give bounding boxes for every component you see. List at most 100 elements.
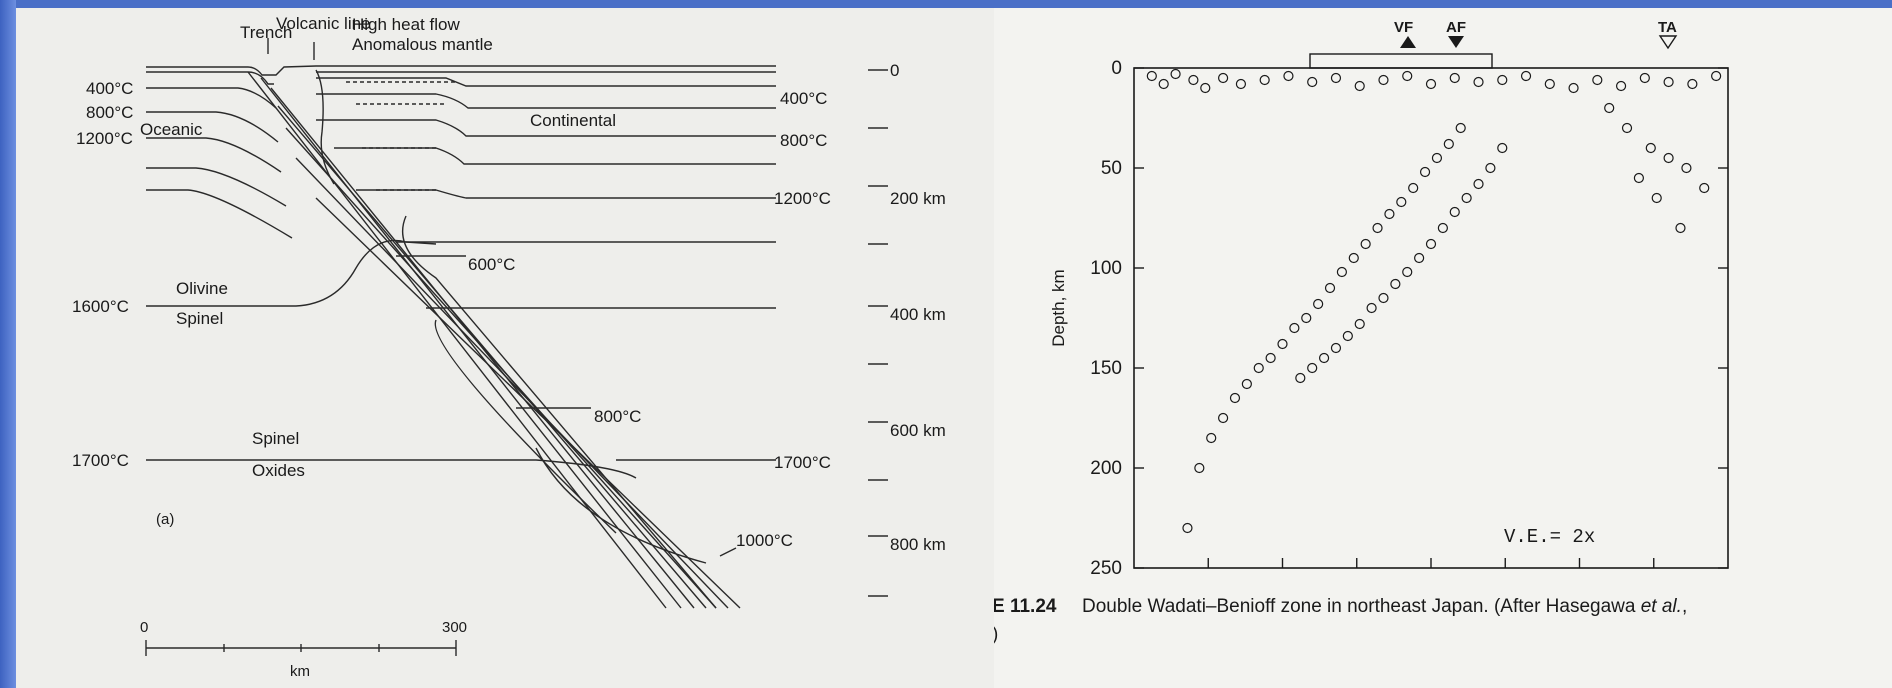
hypocenter-point [1283,70,1294,82]
oceanic-crust-line [146,71,274,85]
scale-end: 300 [442,619,467,636]
hypocenter-point [1402,266,1413,278]
hypocenter-point [1390,278,1401,290]
hypocenter-point [1431,152,1443,164]
slab-isotherm-label: 1000°C [736,531,793,550]
isotherm-right-label: 400°C [780,89,827,108]
isotherm-400-left [146,87,277,109]
y-tick-label: 100 [1090,258,1122,279]
isotherm-800-left [146,111,279,143]
depth-tick-label: 0 [890,61,899,80]
slab-isotherm-800 [434,319,617,534]
hypocenter-point [1408,182,1419,194]
hypocenter-point [1425,78,1437,90]
anomalous-mantle-label: Anomalous mantle [352,35,493,54]
olivine-label: Olivine [176,279,228,298]
ve-annotation: V.E.= 2x [1504,526,1595,548]
hypocenter-point [1592,74,1603,86]
hypocenter-point [1354,318,1365,330]
hypocenter-point [1485,162,1496,174]
isotherm-right-label: 1700°C [774,453,831,472]
hypocenter-point [1621,122,1633,134]
olivine-spinel-boundary [146,239,437,307]
depth-tick-label: 200 km [890,189,946,208]
hypocenter-point [1253,362,1264,374]
hypocenter-point [1360,238,1371,250]
hypocenter-point [1301,312,1312,324]
hypocenter-point [1366,302,1377,314]
hypocenter-point [1473,178,1484,190]
hypocenter-point [1520,70,1532,82]
hypocenter-point [1437,222,1448,234]
hypocenter-point [1229,392,1241,404]
isotherm-1200-right [356,189,776,199]
top-border [0,0,1892,8]
hypocenter-point [1449,72,1460,84]
hypocenter-point [1568,82,1579,94]
volcanic-line-label: Volcanic line [276,14,371,33]
hypocenter-point [1544,78,1555,90]
hypocenter-point [1497,142,1508,154]
hypocenter-point [1414,252,1425,264]
hypocenter-point [1330,342,1342,354]
hypocenter-point [1651,192,1662,204]
y-tick-label: 200 [1090,458,1122,479]
hypocenter-point [1663,76,1674,88]
slab-isotherm-1000 [535,447,707,564]
surface-line [146,65,776,76]
subduction-diagram-panel: Trench Volcanic line High heat flow Anom… [16,8,994,688]
hypocenter-point [1218,72,1229,84]
hypocenter-point [1348,252,1359,264]
hypocenter-point [1461,192,1472,204]
hypocenter-point [1182,522,1193,534]
slide-left-accent [0,0,16,688]
isotherm-left-label: 1200°C [76,129,133,148]
hypocenter-point [1241,378,1252,390]
oceanic-label: Oceanic [140,120,203,139]
hypocenter-point [1396,196,1407,208]
hypocenter-point [1330,72,1342,84]
y-tick-label: 50 [1101,158,1122,179]
hypocenter-point [1372,222,1383,234]
hypocenter-point [1295,372,1306,384]
hypocenter-point [1259,74,1270,86]
depth-tick-label: 600 km [890,421,946,440]
trench-label: Trench [240,23,292,42]
spinel-oxide-boundary [146,459,637,479]
hypocenter-point [1711,70,1722,82]
hypocenter-point [1663,152,1674,164]
hypocenter-point [1699,182,1710,194]
hypocenter-point [1170,68,1181,80]
isotherm-800-right [316,119,776,137]
hypocenter-point [1639,72,1650,84]
y-tick-label: 0 [1111,58,1122,79]
hypocenter-point [1194,462,1205,474]
left-isotherm-labels: 400°C 800°C 1200°C 1600°C 1700°C [72,79,133,470]
hypocenter-point [1218,412,1229,424]
caption-end: , [1682,596,1687,617]
scale-unit: km [290,663,310,680]
isotherm-1200-left [146,137,282,173]
hypocenter-point [1473,76,1484,88]
hypocenter-point [1200,82,1211,94]
hypocenter-point [1425,238,1437,250]
hypocenter-point [1419,166,1431,178]
hypocenter-point [1645,142,1656,154]
hypocenter-point [1633,172,1645,184]
hypocenter-point [1336,266,1347,278]
slab-isotherm-label: 800°C [594,407,641,426]
hypocenter-point [1318,352,1330,364]
y-tick-label: 250 [1090,558,1122,579]
hypocenter-point [1687,78,1698,90]
isotherm-left-label: 1700°C [72,451,129,470]
depth-tick-label: 800 km [890,535,946,554]
isotherm-left-label: 1600°C [72,297,129,316]
hypocenter-point [1497,74,1508,86]
mantle-wedge-boundary [315,69,335,185]
hypocenter-point [1277,338,1288,350]
hypocenter-point [1384,208,1395,220]
hypocenter-point [1615,80,1627,92]
spinel-upper-label: Spinel [176,309,223,328]
hypocenter-point [1455,122,1466,134]
